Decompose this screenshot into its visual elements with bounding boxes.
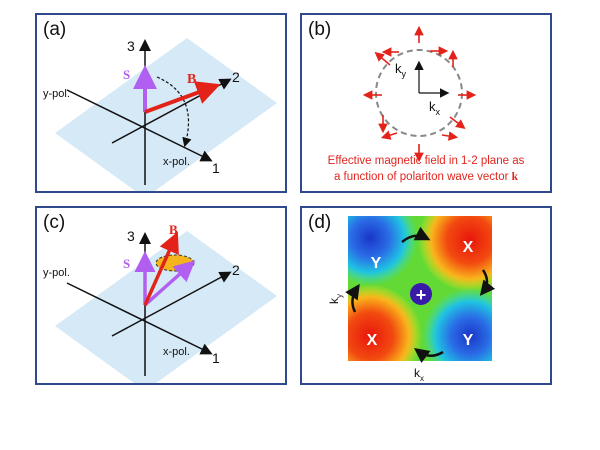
B-label: B bbox=[169, 222, 178, 237]
S-label: S bbox=[123, 67, 130, 82]
axis-3-label: 3 bbox=[127, 228, 135, 244]
Y-top-label: Y bbox=[371, 255, 382, 272]
Y-bottom-label: Y bbox=[463, 332, 474, 349]
field-arrow bbox=[449, 116, 466, 129]
axis-3-label: 3 bbox=[127, 38, 135, 54]
dashed-rotation-arc bbox=[156, 76, 192, 148]
X-bottom-label: X bbox=[367, 332, 378, 349]
X-top-label: X bbox=[463, 239, 474, 256]
circulation-arrow bbox=[401, 226, 431, 243]
field-arrow bbox=[380, 130, 398, 140]
ky-label: ky bbox=[395, 61, 407, 79]
axis-2 bbox=[111, 271, 232, 337]
kx-label: kx bbox=[414, 366, 424, 383]
panel-c: 3 2 1 y-pol. x-pol. S B (c) bbox=[35, 206, 287, 385]
panel-b: ky kx (b) Effective magnetic field in 1-… bbox=[300, 13, 552, 193]
panel-b-label: (b) bbox=[308, 19, 332, 40]
panel-c-diagram: 3 2 1 y-pol. x-pol. S B bbox=[43, 222, 277, 383]
axis-1 bbox=[66, 282, 213, 355]
S-vector-precessing bbox=[143, 260, 196, 307]
y-pol-label: y-pol. bbox=[43, 88, 70, 100]
caption-line-1: Effective magnetic field in 1-2 plane as bbox=[327, 155, 525, 167]
B-vector bbox=[143, 231, 179, 306]
field-arrows bbox=[362, 25, 477, 163]
center-vortex bbox=[410, 283, 432, 305]
panel-d-label: (d) bbox=[308, 212, 332, 233]
panel-c-label: (c) bbox=[43, 212, 66, 233]
axis-1-label: 1 bbox=[212, 160, 220, 176]
wave-vector-symbol: k bbox=[511, 171, 519, 183]
wavevector-circle bbox=[375, 49, 463, 137]
B-label: B bbox=[187, 72, 196, 87]
axis-1-label: 1 bbox=[212, 350, 220, 366]
axis-2-label: 2 bbox=[232, 69, 240, 85]
S-label: S bbox=[123, 256, 130, 271]
panel-b-diagram: ky kx bbox=[362, 25, 477, 163]
ky-label: ky bbox=[327, 294, 344, 304]
y-pol-label: y-pol. bbox=[43, 267, 70, 279]
circulation-arrows bbox=[345, 226, 496, 363]
panel-a-label: (a) bbox=[43, 19, 67, 40]
circulation-arrow bbox=[479, 269, 496, 296]
kx-label: kx bbox=[429, 99, 441, 117]
caption-line-2: a function of polariton wave vector k bbox=[333, 171, 519, 183]
panel-a: 3 2 1 y-pol. x-pol. S B (a) bbox=[35, 13, 287, 193]
panel-d-diagram: + Y X X Y ky kx bbox=[327, 216, 496, 383]
panel-d: + Y X X Y ky kx (d) bbox=[300, 206, 552, 385]
axis-1 bbox=[66, 89, 213, 162]
B-vector bbox=[144, 81, 221, 114]
circulation-arrow bbox=[413, 348, 444, 363]
x-pol-label: x-pol. bbox=[163, 346, 190, 358]
panel-a-diagram: 3 2 1 y-pol. x-pol. S B bbox=[43, 38, 277, 191]
panel-b-caption: Effective magnetic field in 1-2 plane as… bbox=[302, 153, 550, 185]
x-pol-label: x-pol. bbox=[163, 156, 190, 168]
circulation-arrow bbox=[345, 283, 360, 313]
axis-2-label: 2 bbox=[232, 262, 240, 278]
field-arrow bbox=[374, 51, 391, 66]
field-arrow bbox=[441, 131, 459, 141]
center-plus-label: + bbox=[416, 285, 427, 305]
